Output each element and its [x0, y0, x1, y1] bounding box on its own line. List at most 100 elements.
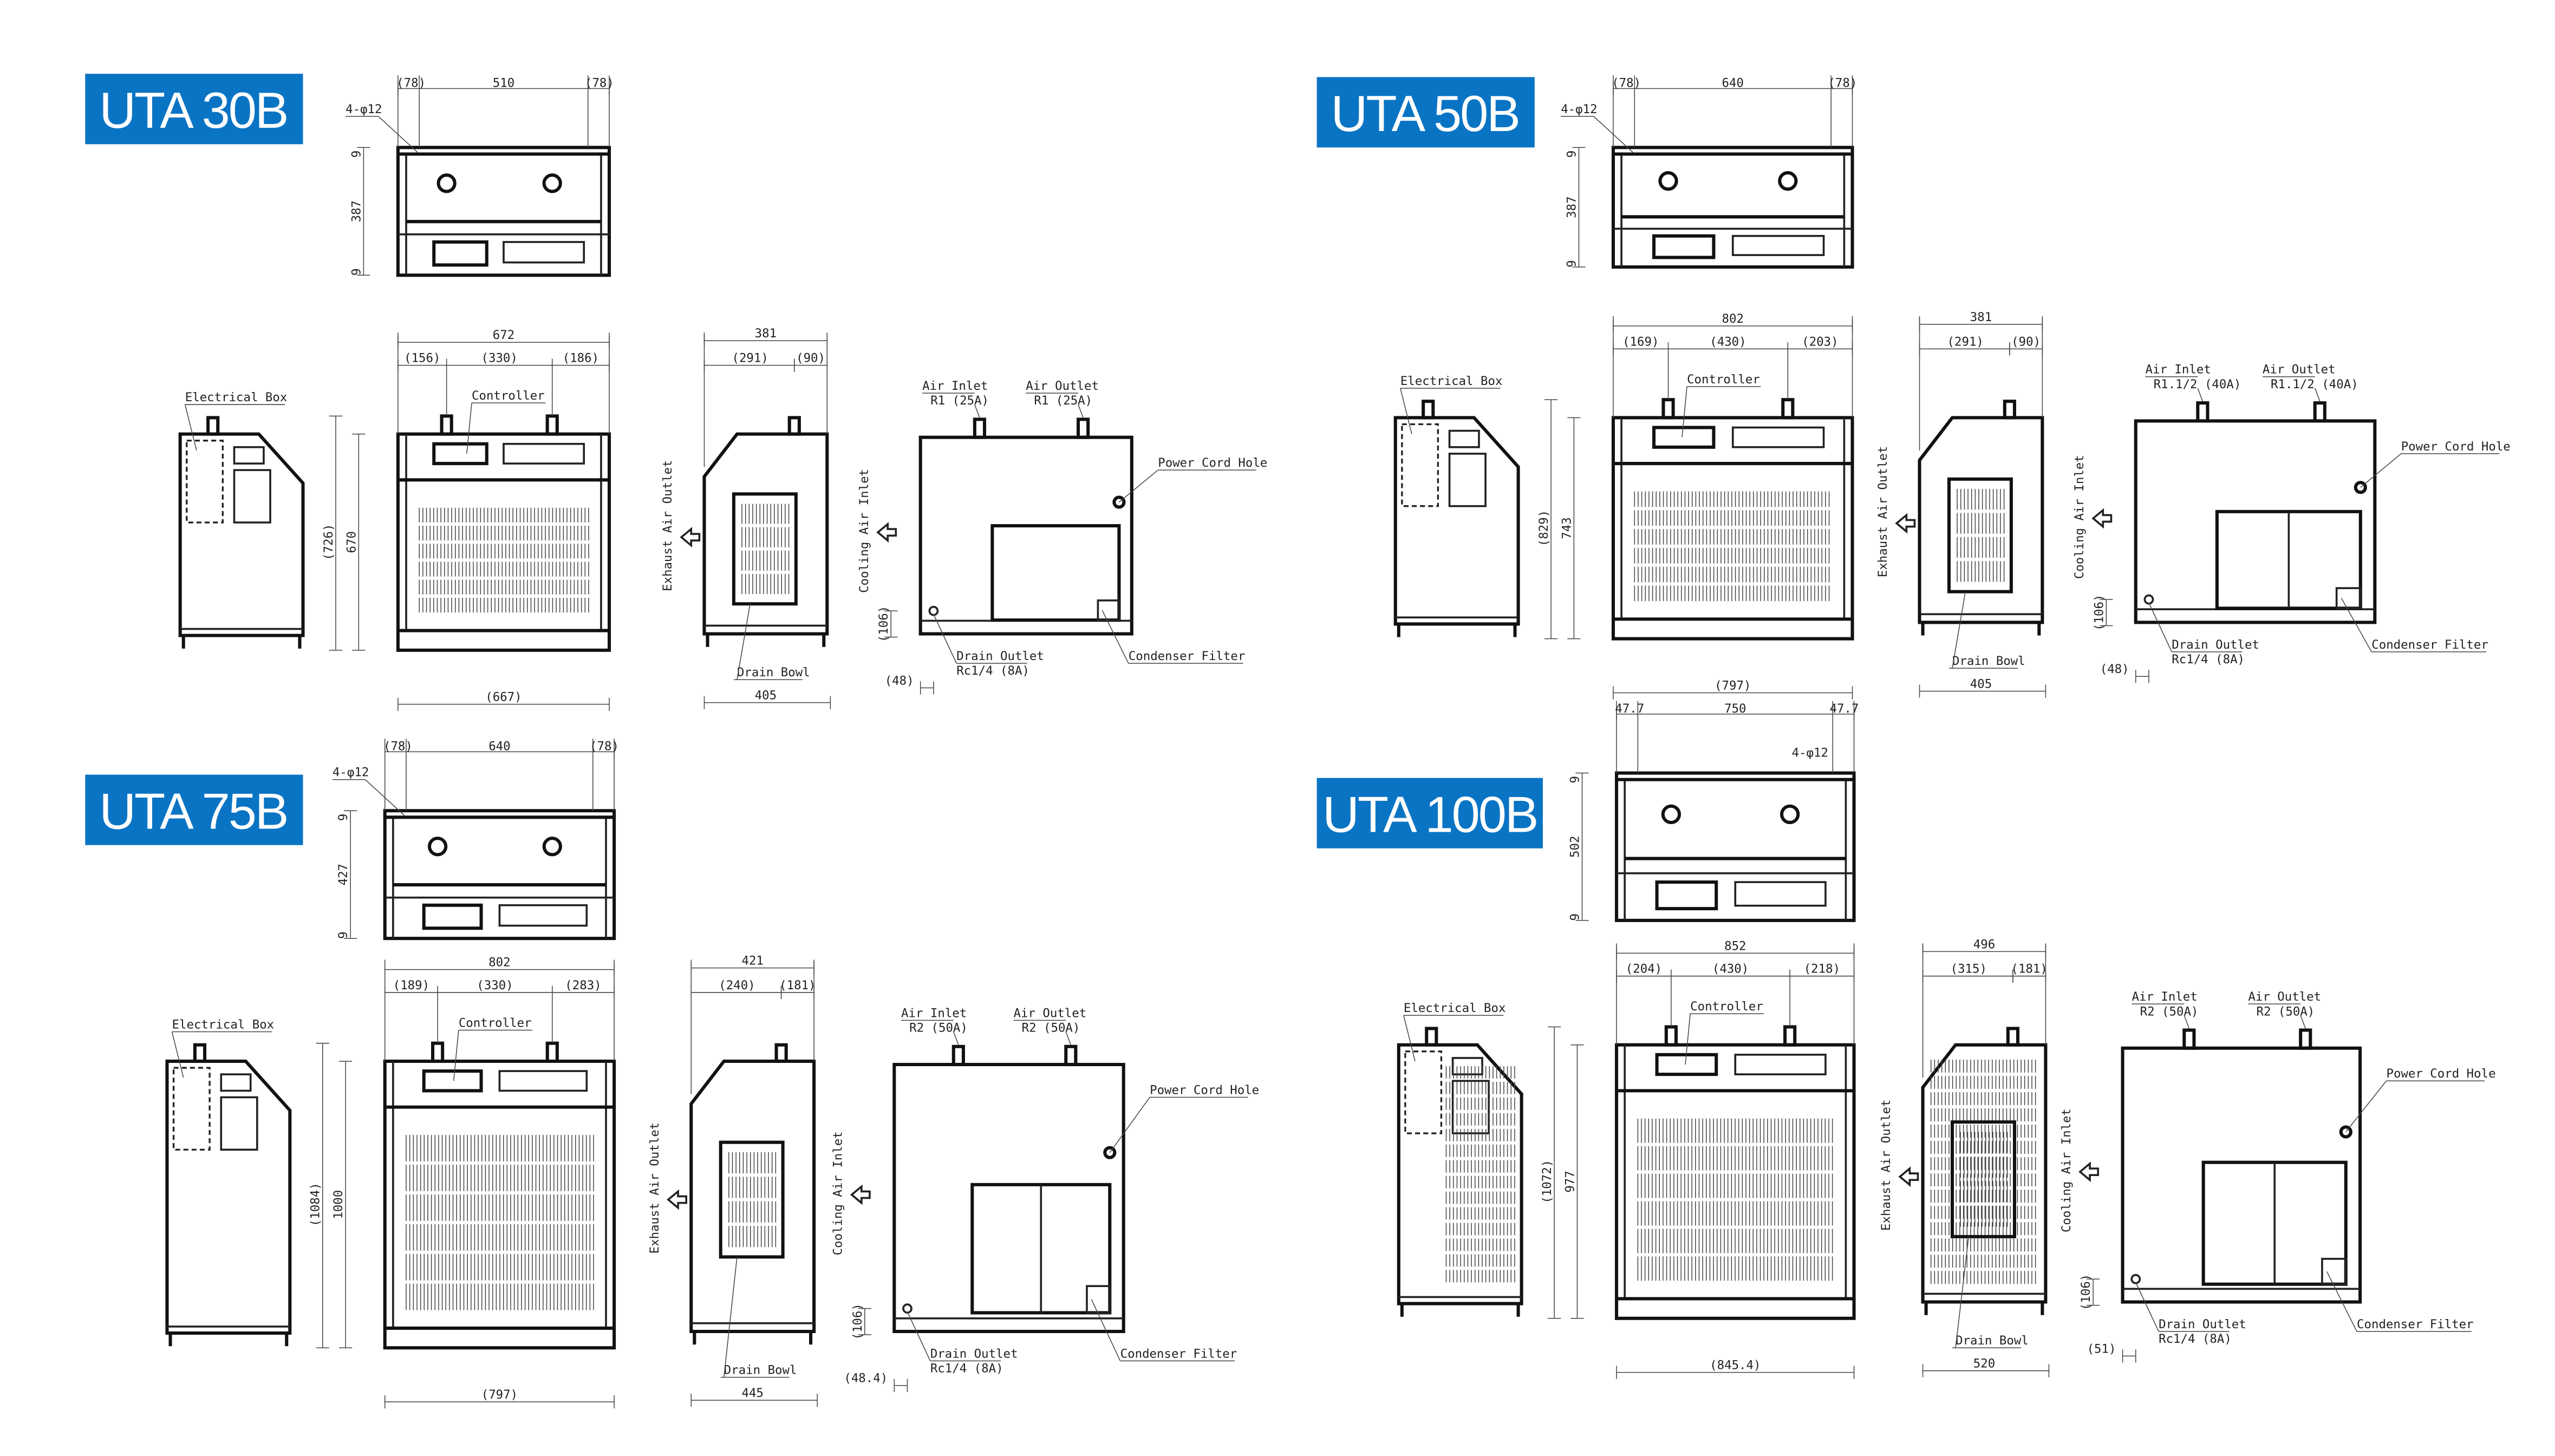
display-panel — [1731, 426, 1825, 448]
line — [1955, 1236, 1970, 1348]
grille-louvers — [741, 504, 790, 595]
dim-side-base: 405 — [755, 689, 777, 703]
model-name: UTA 50B — [1331, 85, 1519, 142]
left-side-view: Electrical Box — [178, 390, 305, 649]
grille-louvers — [1930, 1059, 2036, 1284]
dimension-line — [1544, 399, 1558, 639]
dim-front-pipe-pitch: (330) — [477, 978, 513, 993]
pipe-stub — [951, 1044, 965, 1067]
mounting-holes-label: 4-φ12 — [346, 102, 382, 116]
pipe-stub — [2313, 401, 2326, 423]
dim-base-width: (667) — [485, 690, 522, 704]
condenser-filter-label: Condenser Filter — [2357, 1317, 2474, 1331]
condenser-filter-label: Condenser Filter — [2371, 638, 2488, 652]
dimension-line — [2087, 1278, 2100, 1306]
pipe-stub — [2299, 1028, 2312, 1050]
dimension-line — [339, 1061, 353, 1348]
dim-side-depth: 421 — [741, 954, 763, 968]
dimension-line — [344, 810, 357, 939]
drain-outlet-label: Drain Outlet — [2172, 638, 2259, 652]
dim-base-width: (797) — [481, 1388, 518, 1402]
cooling-air-inlet-label: Cooling Air Inlet — [2059, 1108, 2074, 1232]
grille-louvers — [419, 507, 589, 613]
pipe-port-icon — [427, 837, 448, 857]
dim-drain-height: (106) — [2079, 1274, 2093, 1310]
airflow-arrow-icon — [680, 527, 701, 548]
exhaust-air-outlet-label: Exhaust Air Outlet — [648, 1122, 662, 1253]
drain-bowl-housing — [1951, 1120, 2016, 1238]
rear-view-outline — [892, 1062, 1125, 1334]
grille-louvers — [1445, 1066, 1515, 1283]
dim-overall-height: (829) — [1537, 510, 1551, 546]
line — [907, 1311, 931, 1361]
right-side-outline — [1921, 1043, 2048, 1304]
right-side-outline — [689, 1059, 816, 1334]
electrical-box-label: Electrical Box — [185, 390, 288, 404]
electrical-box-outline — [1401, 423, 1439, 507]
grille-louvers — [1634, 491, 1830, 602]
dimension-line — [1922, 1364, 2050, 1377]
dim-top-width: 510 — [493, 76, 514, 90]
front-view: 802(189)(330)(283)Controller(1084)1000(7… — [309, 956, 616, 1409]
line — [1101, 610, 1129, 664]
dim-top-width: 750 — [1724, 702, 1746, 716]
dim-front-right: (186) — [563, 351, 599, 365]
pipe-stub — [1064, 1044, 1078, 1067]
dimension-line — [894, 1379, 908, 1392]
air-inlet-size: R1.1/2 (40A) — [2154, 377, 2241, 391]
drain-bowl-label: Drain Bowl — [1956, 1334, 2029, 1348]
label-plate — [1448, 429, 1480, 448]
drain-outlet-icon — [2143, 594, 2154, 605]
model-name: UTA 30B — [99, 82, 287, 139]
exhaust-air-outlet-label: Exhaust Air Outlet — [1876, 446, 1890, 577]
pipe-stub — [431, 1041, 445, 1063]
filter-mesh — [2321, 1258, 2347, 1285]
controller-window — [1652, 234, 1716, 259]
line — [1078, 404, 1084, 418]
dim-bottom-edge: 9 — [1568, 913, 1582, 920]
air-outlet-size: R2 (50A) — [1022, 1021, 1080, 1035]
dimension-line — [2122, 1349, 2136, 1363]
controller-window — [1652, 426, 1716, 449]
line — [1952, 591, 1966, 669]
dim-side-base: 520 — [1973, 1357, 1995, 1371]
air-outlet-label: Air Outlet — [2248, 990, 2321, 1004]
dim-front-pipe-pitch: (430) — [1710, 335, 1746, 349]
filter-mesh — [1097, 599, 1120, 622]
model-badge — [85, 774, 303, 845]
airflow-arrow-icon — [2091, 508, 2113, 529]
dim-body-height: 743 — [1560, 517, 1574, 539]
condenser-filter-frame — [990, 524, 1121, 622]
electrical-box-label: Electrical Box — [172, 1017, 275, 1031]
access-panel — [1448, 453, 1487, 507]
pipe-port-icon — [436, 173, 457, 193]
dimension-line — [2135, 670, 2149, 683]
pipe-port-icon — [1661, 804, 1681, 825]
dim-side-right: (90) — [2011, 335, 2041, 349]
power-cord-hole-label: Power Cord Hole — [1150, 1083, 1259, 1097]
dim-top-depth: 387 — [1565, 197, 1579, 218]
airflow-arrow-icon — [876, 522, 897, 543]
access-panel — [233, 469, 271, 524]
front-view-outline — [383, 1059, 616, 1350]
dimension-line — [1613, 686, 1853, 700]
electrical-box-outline — [186, 440, 224, 524]
dim-base-width: (845.4) — [1710, 1359, 1761, 1373]
dim-front-right: (283) — [565, 978, 601, 993]
dim-overall-height: (1084) — [309, 1183, 323, 1226]
pipe-stub — [1781, 398, 1795, 420]
line — [1118, 469, 1158, 503]
air-outlet-size: R2 (50A) — [2257, 1004, 2315, 1018]
dim-bottom-edge: 9 — [1565, 260, 1579, 267]
model-badge — [1316, 77, 1535, 148]
air-outlet-label: Air Outlet — [2263, 363, 2336, 377]
grille-louvers — [406, 1135, 594, 1310]
controller-label: Controller — [472, 389, 545, 403]
dimension-line — [384, 1395, 615, 1409]
drain-bowl-housing — [719, 1140, 785, 1259]
drain-outlet-label: Drain Outlet — [930, 1347, 1018, 1361]
electrical-box-outline — [1404, 1050, 1443, 1134]
